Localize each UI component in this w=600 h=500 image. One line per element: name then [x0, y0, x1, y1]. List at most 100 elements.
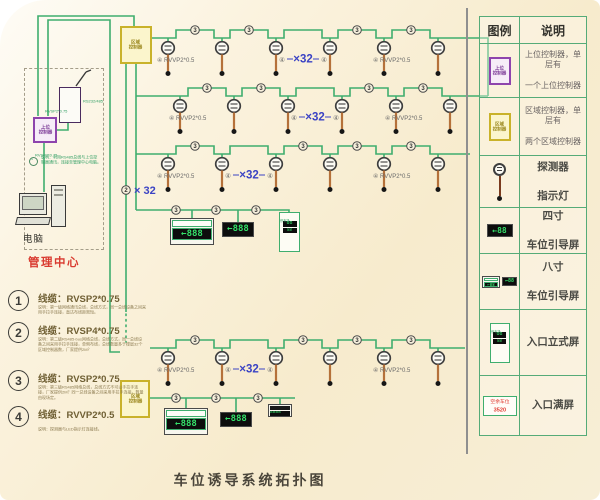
mgmt-note: 说明：利用RS485总线与上位控制器通讯，连接至管理中心电脑。: [41, 155, 101, 177]
legend-icon-cell: 区域控制器: [480, 98, 520, 155]
indicator-light-icon: [327, 187, 333, 192]
indicator-light-icon: [165, 187, 171, 192]
note-title: 线缆：RVSP2*0.75: [38, 374, 120, 385]
branch-cable-marker: ④: [279, 56, 285, 64]
detector-icon: [376, 156, 392, 172]
bus-marker-number: 3: [409, 338, 413, 344]
tower-slot: [54, 189, 63, 191]
legend-desc-cell: 区域控制器，单层有两个区域控制器: [525, 105, 581, 146]
pc-tower: [51, 185, 66, 227]
indicator-light-icon: [381, 381, 387, 386]
indicator-light-icon: [165, 381, 171, 386]
vacancy-count: 3520: [493, 406, 506, 413]
legend-row: 停车场 88 88 入口立式屏: [480, 309, 586, 375]
upper-controller-box: 上位 控制器: [33, 116, 58, 143]
detector-icon: [172, 98, 188, 114]
upper-controller-label: 上位 控制器: [38, 125, 52, 135]
detector-cable-label: ④ RVVP2*0.5: [157, 367, 195, 374]
detector-bus: [136, 87, 488, 97]
area-controller-top: 区域 控制器: [120, 25, 153, 64]
note-number-circle: 3: [8, 370, 29, 391]
note-description: 说明：第一级网络通讯总线，总线方式，同一总线设备之间采用手拉手连接，直达布线距离…: [38, 305, 146, 315]
entrance-standing-icon: 停车场 88 88: [489, 322, 510, 363]
detector-icon: [226, 98, 242, 114]
detector-cable-label: ④ RVVP2*0.5: [373, 173, 411, 180]
bus-marker-icon: [244, 25, 254, 35]
x32-multiplier: ×32: [239, 170, 259, 182]
bus-marker-icon: [202, 83, 212, 93]
bus-marker-number: 3: [259, 86, 263, 92]
branch-cable-marker: ④: [225, 366, 231, 374]
trunk-mgmt-to-top-controller: [37, 15, 135, 116]
detector-icon: [268, 350, 284, 366]
detector-cable-label: ④ RVVP2*0.5: [373, 57, 411, 64]
detector-icon: [160, 40, 176, 56]
legend-row: 空余车位 3520 入口满屏: [480, 375, 586, 435]
trunk-marker-icon: [121, 185, 131, 195]
note-title: 线缆：RVSP2*0.75: [38, 294, 120, 305]
bus-marker-icon: [256, 83, 266, 93]
indicator-light-icon: [393, 129, 399, 134]
detector-cable-label: ④ RVVP2*0.5: [157, 173, 195, 180]
vacancy-label: 空余车位: [489, 398, 510, 404]
converter-label-text: RS232/485: [83, 99, 104, 104]
x32-multiplier: ×32: [305, 112, 325, 124]
bus-marker-icon: [352, 25, 362, 35]
detector-bus: [152, 29, 489, 96]
legend-desc-cell: 入口立式屏: [526, 336, 580, 349]
bus-marker-icon: [190, 141, 200, 151]
bus-marker-number: 3: [193, 338, 197, 344]
detector-icon: [160, 350, 176, 366]
legend-desc-cell: 上位控制器，单层有一个上位控制器: [525, 49, 581, 90]
mgmt-note-marker: 1: [29, 157, 38, 166]
detector-cable-label: ④ RVVP2*0.5: [157, 57, 195, 64]
area-controller-line2: 控制器: [128, 398, 142, 404]
detector-icon: [376, 350, 392, 366]
indicator-light-icon: [497, 195, 502, 201]
monitor-screen: [22, 196, 44, 210]
indicator-light-icon: [177, 129, 183, 134]
legend-icon-cell: ←88: [480, 208, 520, 253]
upper-controller-icon: 上位控制器: [488, 55, 512, 85]
indicator-light-icon: [447, 129, 453, 134]
bus-marker-number: 3: [301, 338, 305, 344]
legend-icon-cell: ←88 ←88: [480, 254, 520, 309]
bus-marker-icon: [406, 335, 416, 345]
screen-bus-marker-icon: [211, 205, 221, 215]
area-controller-line1: 区域: [131, 39, 141, 45]
x32-multiplier: ×32: [239, 364, 259, 376]
legend-desc-cell: 探测器指示灯: [537, 161, 569, 202]
trunk-mgmt-to-bottom-controller: [47, 19, 120, 353]
note-number-circle: 2: [8, 322, 29, 343]
bus-marker-number: 3: [421, 86, 425, 92]
detector-icon: [430, 350, 446, 366]
indicator-light-icon: [381, 71, 387, 76]
diagram-title: 车位诱导系统拓扑图: [173, 472, 327, 488]
bus-marker-number: 3: [355, 338, 359, 344]
bus-marker-number: 3: [256, 396, 260, 402]
note-description: 说明：探测器与LED指示灯连接线。: [38, 427, 102, 432]
legend-row: 区域控制器 区域控制器，单层有两个区域控制器: [480, 97, 586, 155]
legend-desc-cell: 八寸车位引导屏: [526, 261, 580, 302]
area-controller-bottom-label: 区域 控制器: [128, 394, 142, 404]
screen-bus-marker-icon: [171, 393, 181, 403]
detector-icon: [214, 350, 230, 366]
bus-marker-icon: [298, 335, 308, 345]
bus-marker-number: 3: [214, 396, 218, 402]
detector-cable-label: ④ RVVP2*0.5: [373, 367, 411, 374]
screen-4inch-icon: ←88: [486, 224, 513, 237]
indicator-light-icon: [435, 381, 441, 386]
controller-icon-label: 上位控制器: [492, 65, 507, 75]
detector-icon: [376, 40, 392, 56]
bus-marker-icon: [190, 335, 200, 345]
area-controller-line1: 区域: [130, 393, 140, 399]
monitor: [19, 193, 47, 215]
bus-marker-icon: [364, 83, 374, 93]
keyboard: [15, 217, 51, 225]
note-title: 线缆：RVSP4*0.75: [38, 326, 120, 337]
controller-icon-label: 区域控制器: [492, 121, 507, 131]
detector-icon: [334, 98, 350, 114]
indicator-light-icon: [219, 381, 225, 386]
